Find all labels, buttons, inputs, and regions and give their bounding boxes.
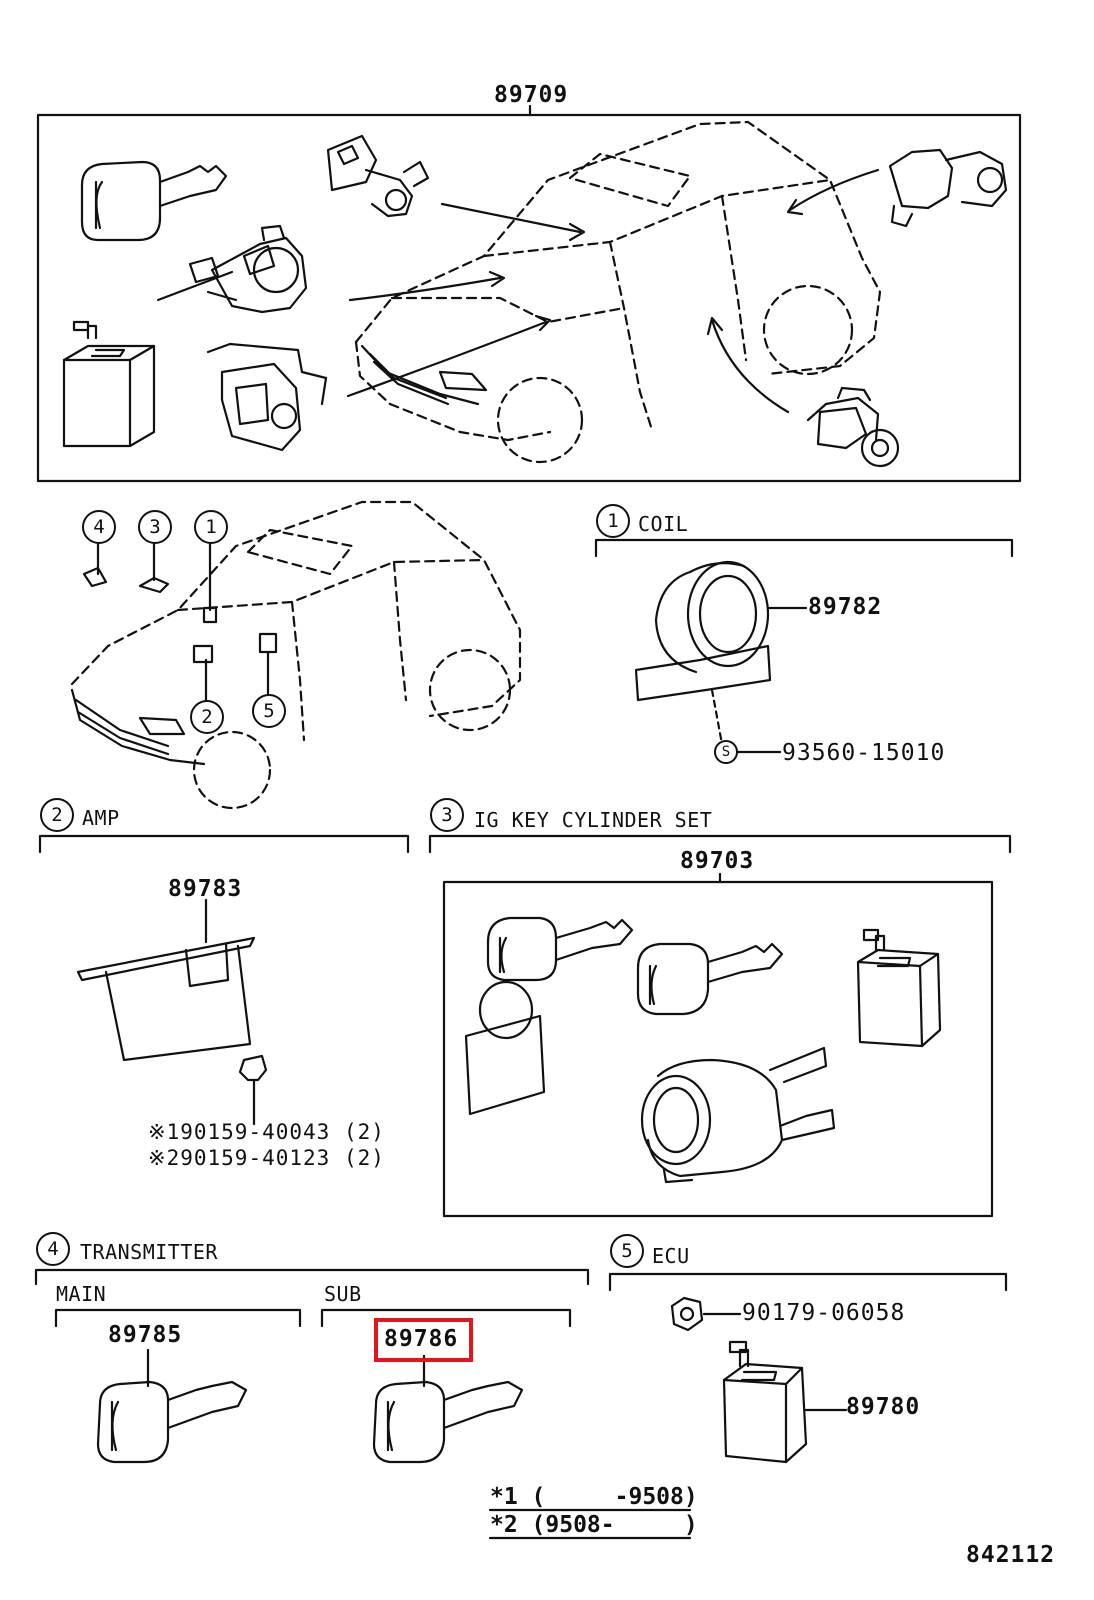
- coil-section-number: 1: [596, 504, 630, 538]
- ig-key-section-number: 3: [430, 798, 464, 832]
- amp-section-title: AMP: [82, 806, 120, 830]
- sub-label: SUB: [324, 1282, 362, 1306]
- amp-screw-line-2[interactable]: ※290159-40123 (2): [148, 1146, 385, 1170]
- coil-bracket: [594, 538, 1014, 558]
- main-label: MAIN: [56, 1282, 107, 1306]
- sub-transmitter-part-number[interactable]: 89786: [384, 1326, 459, 1352]
- amp-part-number[interactable]: 89783: [168, 876, 243, 902]
- highlight-box: [374, 1318, 473, 1362]
- sub-transmitter-drawing: [372, 1354, 524, 1464]
- main-transmitter-drawing: [96, 1348, 248, 1464]
- amp-bracket: [38, 834, 410, 854]
- overview-callout-3[interactable]: 3: [138, 510, 172, 544]
- antenna-unit-drawing: [206, 342, 328, 452]
- overview-callout-5[interactable]: 5: [252, 694, 286, 728]
- coil-screw-symbol: S: [714, 740, 738, 764]
- ig-key-set-drawing: [464, 916, 942, 1184]
- vehicle-top-drawing: [354, 120, 882, 464]
- coil-part-number[interactable]: 89782: [808, 594, 883, 620]
- ig-key-frame: [442, 880, 994, 1218]
- ignition-switch-drawing: [156, 224, 308, 314]
- ecu-section-number: 5: [610, 1234, 644, 1268]
- coil-drawing: [634, 560, 808, 754]
- ig-key-part-number[interactable]: 89703: [680, 848, 755, 874]
- vehicle-top-grille: [360, 344, 488, 406]
- ecu-module-top-drawing: [62, 320, 156, 448]
- transmitter-section-title: TRANSMITTER: [80, 1240, 218, 1264]
- key-drawing: [80, 160, 228, 242]
- ecu-bracket: [608, 1272, 1008, 1292]
- assembly-part-number: 89709: [494, 82, 569, 108]
- diagram-id: 842112: [966, 1542, 1056, 1568]
- footnote-line-2: *2 (9508- ): [490, 1512, 698, 1538]
- ecu-part-number[interactable]: 89780: [846, 1394, 921, 1420]
- transmitter-section-number: 4: [36, 1232, 70, 1266]
- overview-callout-2[interactable]: 2: [190, 700, 224, 734]
- side-door-lock-drawing: [806, 386, 900, 468]
- ig-key-bracket: [428, 834, 1012, 854]
- ecu-section-title: ECU: [652, 1244, 690, 1268]
- overview-callout-1[interactable]: 1: [194, 510, 228, 544]
- ig-key-section-title: IG KEY CYLINDER SET: [474, 808, 713, 832]
- vehicle-overview-grille: [70, 688, 206, 766]
- back-door-lock-drawing: [888, 148, 1008, 228]
- amp-screw-line-1[interactable]: ※190159-40043 (2): [148, 1120, 385, 1144]
- overview-callout-4[interactable]: 4: [82, 510, 116, 544]
- coil-screw-part-number[interactable]: 93560-15010: [782, 740, 946, 766]
- coil-section-title: COIL: [638, 512, 689, 536]
- main-bracket: [54, 1308, 302, 1328]
- ecu-nut-part-number[interactable]: 90179-06058: [742, 1300, 906, 1326]
- amp-section-number: 2: [40, 798, 74, 832]
- pointer-arrows-top: [346, 168, 880, 414]
- sub-bracket: [320, 1308, 572, 1328]
- overview-leaders: [82, 542, 278, 706]
- main-transmitter-part-number[interactable]: 89785: [108, 1322, 183, 1348]
- footnote-line-1: *1 ( -9508): [490, 1484, 698, 1510]
- amp-drawing: [76, 898, 268, 1126]
- assembly-frame: [36, 113, 1022, 483]
- ecu-drawing: [670, 1296, 848, 1464]
- door-lock-cylinder-drawing: [326, 134, 430, 218]
- transmitter-bracket: [34, 1268, 590, 1286]
- vehicle-overview-drawing: [70, 500, 522, 810]
